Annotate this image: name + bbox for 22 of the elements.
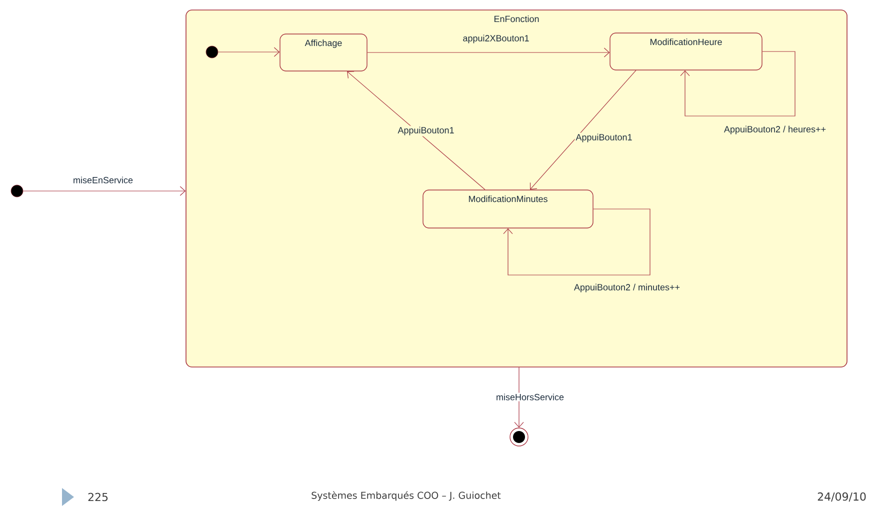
transition-arrow [22, 186, 186, 196]
footer-text: Systèmes Embarqués COO – J. Guiochet [312, 491, 501, 501]
transition-arrow [367, 48, 610, 58]
transition-arrow [347, 71, 486, 190]
edge-label: AppuiBouton1 [574, 132, 634, 144]
footer-text: 225 [88, 492, 108, 502]
state-box: Affichage [280, 34, 368, 72]
transition-arrow [218, 47, 280, 57]
transition-arrow [503, 208, 650, 276]
initial-state [206, 46, 218, 58]
footer-text: 24/09/10 [818, 492, 866, 502]
edge-label: AppuiBouton1 [396, 126, 456, 136]
transition-arrow [514, 367, 524, 428]
initial-state [10, 184, 24, 198]
state-box: ModificationMinutes [422, 190, 594, 228]
transition-arrow [530, 70, 636, 190]
edge-label: miseHorsService [495, 392, 566, 402]
state-box: ModificationHeure [610, 32, 762, 70]
final-state [510, 428, 528, 446]
edge-label: appui2XBouton1 [462, 34, 530, 44]
transition-arrow [680, 51, 796, 116]
edge-label: miseEnService [72, 176, 134, 184]
